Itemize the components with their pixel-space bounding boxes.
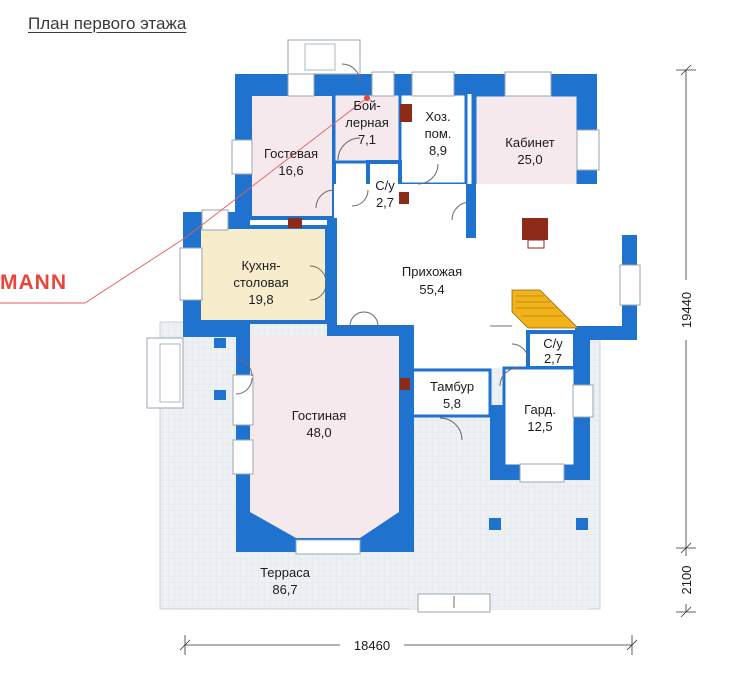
room-su2 [526, 330, 577, 370]
label-su1-name: С/у [375, 178, 395, 193]
dimension-lines [179, 64, 696, 655]
label-hoz-line1: Хоз. [425, 109, 450, 124]
chimneys [288, 104, 548, 390]
label-gard-area: 12,5 [527, 419, 552, 434]
terrace-columns [214, 338, 588, 530]
staircase [490, 289, 579, 329]
label-gostinaya-area: 48,0 [306, 425, 331, 440]
label-kuhnya-line2: столовая [233, 275, 288, 290]
dimension-width: 18460 [354, 638, 390, 653]
doors [235, 63, 529, 441]
label-su2-name: С/у [543, 336, 563, 351]
label-tambur-name: Тамбур [430, 379, 474, 394]
room-labels: Гостевая 16,6 Бой- лерная 7,1 Хоз. пом. … [233, 98, 563, 597]
annotation-leader-line [84, 97, 368, 304]
label-prihozhaya-area: 55,4 [419, 282, 444, 297]
room-tambur [408, 368, 492, 418]
label-gostevaya-name: Гостевая [264, 146, 318, 161]
label-su2-area: 2,7 [544, 351, 562, 366]
dimension-height: 19440 [679, 292, 694, 328]
label-terrasa-name: Терраса [260, 565, 311, 580]
label-gostevaya-area: 16,6 [278, 163, 303, 178]
dimension-terrace-depth: 2100 [679, 566, 694, 595]
page-title: План первого этажа [28, 14, 187, 33]
room-gostinaya [250, 336, 399, 538]
windows [179, 71, 641, 555]
label-gostinaya-name: Гостиная [292, 408, 347, 423]
label-boilernaya-line2: лерная [345, 115, 389, 130]
label-kuhnya-area: 19,8 [248, 292, 273, 307]
annotation-dot [364, 95, 370, 101]
label-gard-name: Гард. [524, 402, 556, 417]
label-su1-area: 2,7 [376, 195, 394, 210]
room-prihozhaya [334, 184, 622, 326]
label-kabinet-area: 25,0 [517, 152, 542, 167]
label-tambur-area: 5,8 [443, 396, 461, 411]
room-kuhnya [197, 225, 329, 324]
label-hoz-area: 8,9 [429, 143, 447, 158]
label-hoz-line2: пом. [425, 126, 452, 141]
label-kabinet-name: Кабинет [505, 135, 554, 150]
brand-logo-text: MANN [0, 271, 67, 294]
label-kuhnya-line1: Кухня- [241, 258, 280, 273]
label-prihozhaya-name: Прихожая [402, 264, 462, 279]
label-boilernaya-area: 7,1 [358, 132, 376, 147]
label-boilernaya-line1: Бой- [353, 98, 380, 113]
room-gard [502, 366, 577, 468]
label-terrasa-area: 86,7 [272, 582, 297, 597]
